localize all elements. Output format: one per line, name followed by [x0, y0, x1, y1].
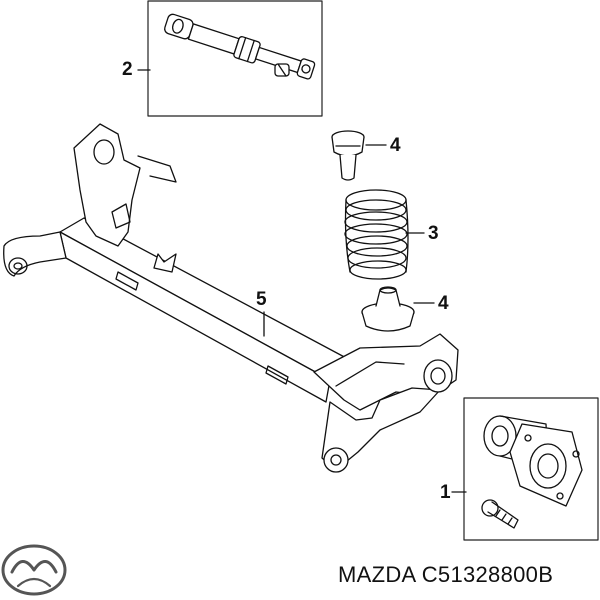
- bump-stop-small: [274, 63, 290, 77]
- callout-2: 2: [122, 59, 133, 80]
- part-number: C51328800B: [421, 562, 554, 587]
- callout-1: 1: [440, 482, 451, 503]
- callout-4-lower: 4: [438, 293, 449, 314]
- lower-spring-seat: [361, 286, 415, 332]
- callout-5: 5: [256, 289, 267, 310]
- upper-spring-seat: [331, 130, 365, 181]
- wheel-hub-drawing: [483, 415, 583, 507]
- wheel-hub-inset: [463, 397, 599, 541]
- callout-4-upper: 4: [390, 135, 401, 156]
- coil-spring: [344, 189, 409, 280]
- shock-absorber-inset: [147, 0, 323, 117]
- hub-bolt-drawing: [481, 499, 519, 529]
- brand-name: MAZDA: [338, 562, 416, 587]
- shock-absorber-drawing: [164, 13, 316, 80]
- part-number-caption: MAZDA C51328800B: [338, 562, 553, 588]
- mazda-logo-icon: [1, 544, 67, 596]
- callout-3: 3: [428, 223, 439, 244]
- rear-axle-beam: [3, 123, 459, 473]
